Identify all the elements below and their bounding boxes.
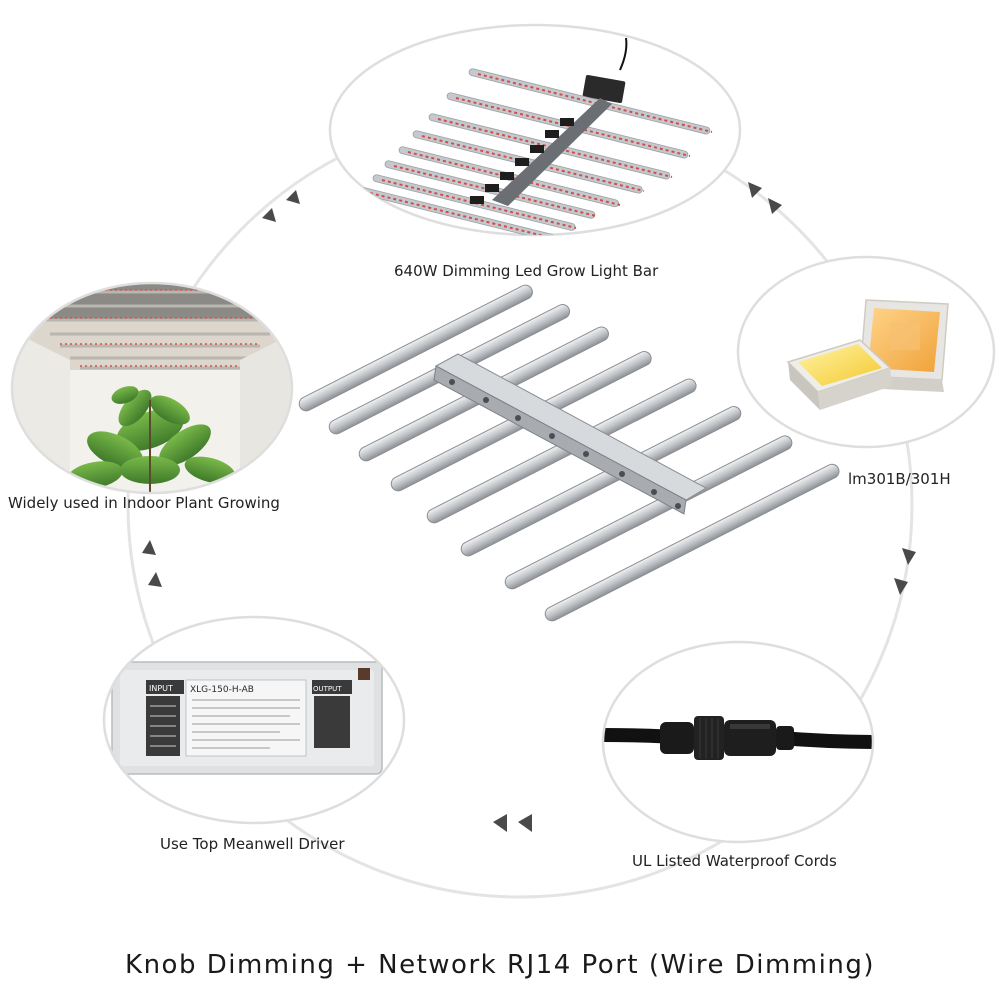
arrow-icon [262,208,276,222]
arrow-icon [902,548,916,565]
arrow-icon [142,540,156,555]
driver-output-label: OUTPUT [313,685,342,693]
arrow-icon [518,814,532,832]
driver-caption: Use Top Meanwell Driver [160,835,345,853]
arrow-icon [286,190,300,204]
footer-dimming-text: Knob Dimming + Network RJ14 Port (Wire D… [125,950,875,980]
arrow-icon [894,578,908,595]
arrow-icon [768,198,782,214]
flow-arrows [142,182,916,832]
arrow-icon [493,814,507,832]
plant-growing-caption: Widely used in Indoor Plant Growing [8,494,280,512]
arrow-icon [748,182,762,198]
plant-growing-photo [10,281,294,495]
chip-yellow [786,339,892,410]
cord-photo [601,640,875,844]
driver-model-label: XLG-150-H-AB [190,685,254,695]
driver-input-label: INPUT [149,684,173,693]
main-light-fixture [298,284,840,622]
cords-caption: UL Listed Waterproof Cords [632,852,837,870]
led-chip-photo [736,255,996,449]
light-bar-caption: 640W Dimming Led Grow Light Bar [394,262,659,280]
light-bar-photo [328,23,742,237]
led-chip-caption: lm301B/301H [848,470,951,488]
driver-photo: INPUT XLG-150-H-AB OUTPUT [102,615,406,825]
arrow-icon [148,572,162,587]
